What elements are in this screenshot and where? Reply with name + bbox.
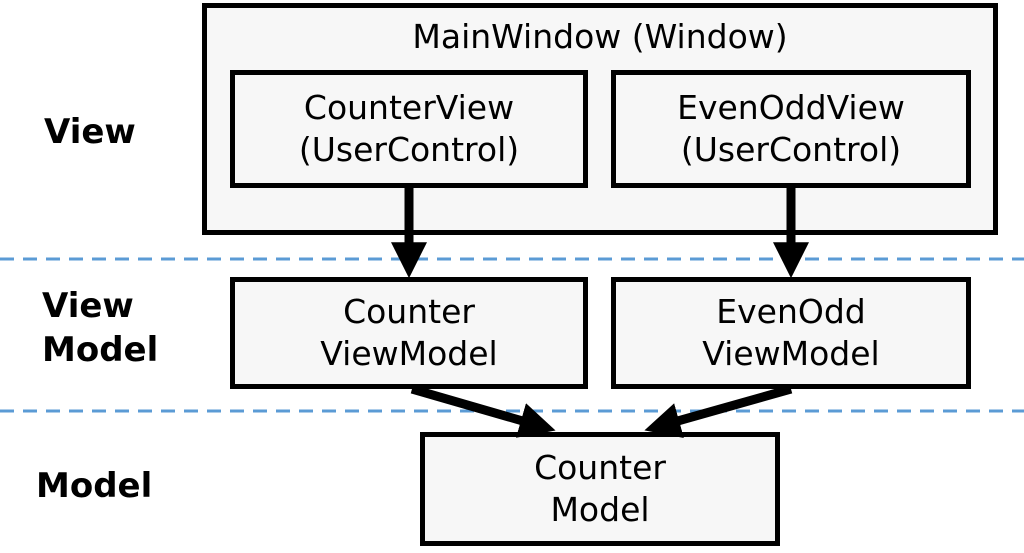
layer-label-viewmodel-line1: View (42, 286, 134, 326)
layer-label-viewmodel: View Model (42, 284, 158, 372)
evenodd-viewmodel-line2: ViewModel (702, 334, 880, 373)
evenodd-view-name: EvenOddView (677, 88, 905, 127)
counter-viewmodel-box: Counter ViewModel (230, 277, 588, 389)
counter-viewmodel-line1: Counter (343, 292, 475, 331)
arrow-evenoddviewmodel-to-countermodel (644, 384, 793, 438)
counter-viewmodel-line2: ViewModel (320, 334, 498, 373)
layer-label-model: Model (36, 466, 153, 506)
layer-label-viewmodel-line2: Model (42, 330, 159, 370)
evenodd-viewmodel-line1: EvenOdd (716, 292, 866, 331)
counter-view-type: (UserControl) (298, 130, 520, 169)
counter-model-line2: Model (550, 490, 650, 529)
evenodd-view-type: (UserControl) (680, 130, 902, 169)
evenodd-viewmodel-box: EvenOdd ViewModel (611, 277, 971, 389)
layer-label-view: View (44, 112, 136, 152)
arrow-counterviewmodel-to-countermodel (410, 384, 556, 438)
counter-view-name: CounterView (303, 88, 515, 127)
counter-model-box: Counter Model (420, 432, 780, 546)
counter-model-line1: Counter (534, 448, 666, 487)
main-window-title: MainWindow (Window) (412, 17, 788, 56)
counter-view-box: CounterView (UserControl) (230, 70, 588, 188)
evenodd-view-box: EvenOddView (UserControl) (611, 70, 971, 188)
